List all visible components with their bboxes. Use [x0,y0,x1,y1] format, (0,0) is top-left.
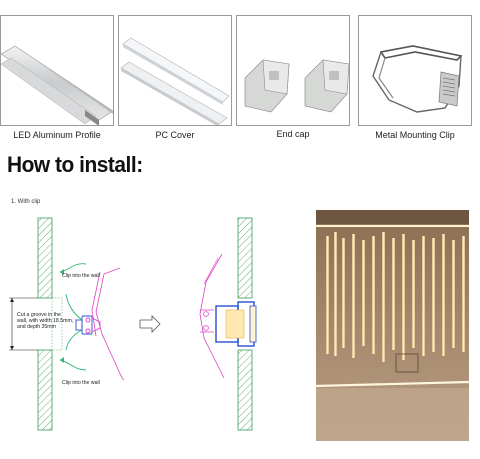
profile-part-left [75,315,101,335]
install-heading: How to install: [7,152,143,177]
groove-dimension [9,297,38,351]
caption-pc-cover: PC Cover [155,130,195,140]
installed-profile [199,253,257,379]
label-groove-2: wall, with width 18.5mm, [17,318,73,324]
end-cap-icon [244,59,349,113]
panel-end-cap [236,15,350,126]
arrow-right-icon [139,315,161,333]
caption-mounting-clip: Metal Mounting Clip [375,130,455,140]
light-strips [326,232,465,362]
label-groove-3: and depth 35mm [17,324,56,330]
step-label: 1. With clip [11,199,41,205]
mounting-clip-icon [372,45,463,113]
caption-aluminum-profile: LED Aluminum Profile [13,130,101,140]
wall-section-left [37,217,63,431]
panel-pc-cover [118,15,232,126]
label-clip-bottom: Clip into the wall [62,380,100,386]
clip-outline-left [91,267,125,381]
panel-aluminum-profile [0,15,114,126]
aluminum-profile-icon [1,45,113,125]
wall-section-right [237,217,253,431]
installation-diagram: Clip into the wall Cut a groove in the w… [9,217,257,431]
caption-end-cap: End cap [276,129,310,139]
pc-cover-icon [120,37,230,125]
led-wall-photo-image [316,210,469,441]
clip-arrows [59,263,87,371]
panel-mounting-clip [358,15,472,126]
label-clip-top: Clip into the wall [62,273,100,279]
label-groove-1: Cut a groove in the [17,312,61,318]
installed-lights-photo [316,210,469,441]
